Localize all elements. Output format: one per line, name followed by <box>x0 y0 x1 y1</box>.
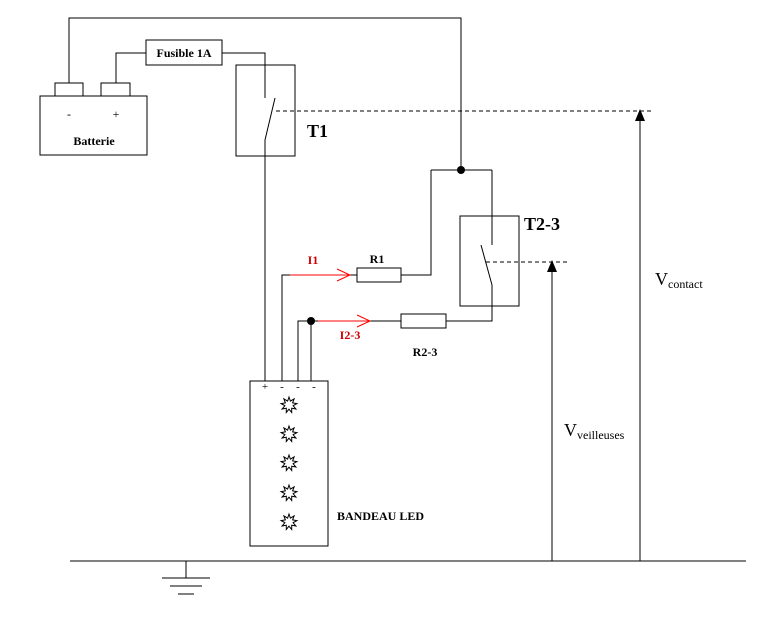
relay-t1-label: T1 <box>307 121 328 141</box>
voltage-contact-arrowhead <box>635 109 645 121</box>
led-icons <box>279 395 299 531</box>
led-strip-minus-1: - <box>280 381 284 393</box>
resistor-r1-body <box>356 267 402 283</box>
resistor-r23: R2-3 <box>400 313 447 359</box>
battery-plus-sign: + <box>113 107 120 121</box>
resistor-r1-label: R1 <box>370 252 385 266</box>
led-strip-minus-3: - <box>312 381 316 393</box>
wire-battery-plus-fuse <box>115 52 146 83</box>
led-star-icon <box>279 512 299 531</box>
junction-dot-top <box>457 166 465 174</box>
relay-t23-box <box>459 215 520 307</box>
resistor-r23-body <box>400 313 447 329</box>
voltage-veilleuses: Vveilleuses <box>547 260 625 561</box>
wires <box>68 17 746 578</box>
relay-t23: T2-3 <box>459 214 568 307</box>
current-i1: I1 <box>290 253 352 282</box>
led-star-icon <box>279 395 299 414</box>
led-strip-minus-2: - <box>296 381 300 393</box>
fuse-label: Fusible 1A <box>156 46 211 60</box>
voltage-contact-sub: contact <box>668 277 703 291</box>
voltage-veilleuses-arrowhead <box>547 260 557 272</box>
voltage-veilleuses-label: Vveilleuses <box>564 420 625 442</box>
current-i23: I2-3 <box>318 314 372 342</box>
battery: - + Batterie <box>39 82 148 156</box>
wire-battery-minus-top <box>68 17 462 170</box>
current-i1-arrow-head <box>336 268 352 282</box>
voltage-veilleuses-main: V <box>564 420 577 440</box>
current-i1-label: I1 <box>308 253 319 267</box>
led-strip-plus: + <box>262 381 268 393</box>
relay-t23-label: T2-3 <box>524 214 560 234</box>
voltage-veilleuses-sub: veilleuses <box>577 428 625 442</box>
fuse-box <box>145 39 223 66</box>
led-strip: + - - - BANDEAU LED <box>249 380 424 547</box>
wire-node-to-r1 <box>401 170 432 276</box>
battery-body <box>39 95 148 156</box>
junction-dot-led <box>307 317 315 325</box>
ground-icon <box>162 577 210 595</box>
voltage-contact: Vcontact <box>635 109 703 561</box>
battery-minus-terminal <box>54 82 84 97</box>
relay-t1: T1 <box>235 64 653 157</box>
current-i23-arrow-head <box>356 314 372 328</box>
relay-t1-switch-blade <box>264 97 276 141</box>
relay-t23-switch-blade <box>480 244 493 286</box>
led-star-icon <box>279 424 299 443</box>
battery-minus-sign: - <box>67 107 71 121</box>
resistor-r1: R1 <box>356 252 402 283</box>
battery-plus-terminal <box>100 82 131 97</box>
current-i23-label: I2-3 <box>340 328 361 342</box>
voltage-contact-main: V <box>655 269 668 289</box>
voltage-contact-label: Vcontact <box>655 269 703 291</box>
led-star-icon <box>279 453 299 472</box>
fuse: Fusible 1A <box>145 39 223 66</box>
resistor-r23-label: R2-3 <box>413 345 438 359</box>
battery-label: Batterie <box>73 134 115 148</box>
led-strip-label: BANDEAU LED <box>337 509 424 523</box>
led-star-icon <box>279 483 299 502</box>
